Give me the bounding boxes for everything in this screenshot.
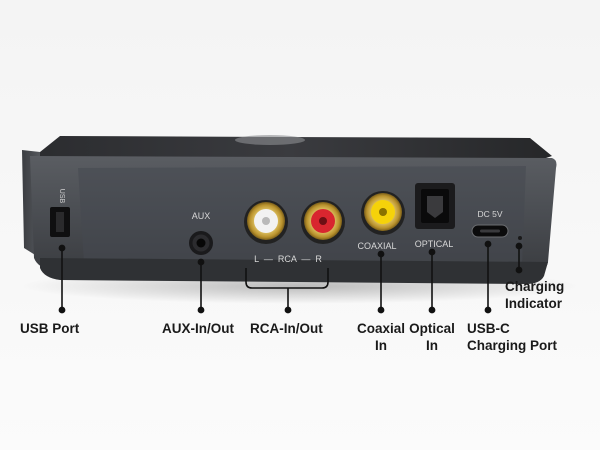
optical-port-shape [427,196,443,218]
callout-charging: Charging Indicator [505,278,564,312]
callout-coaxial-line2: In [375,338,387,353]
dc-label: DC 5V [477,209,502,219]
callout-aux-text: AUX-In/Out [162,321,234,336]
coaxial-pin [379,208,387,216]
callout-optical-line2: In [426,338,438,353]
callout-usb-port: USB Port [20,320,79,337]
callout-coaxial-line1: Coaxial [356,321,406,336]
callout-usbc-line2: Charging Port [467,338,557,353]
aux-jack-hole [196,238,206,248]
charging-led [518,236,522,240]
rca-left-pin [262,217,270,225]
rca-label: L — RCA — R [254,254,322,264]
callout-charging-line1: Charging [505,279,565,294]
rca-right-pin [319,217,327,225]
top-reflection [235,135,305,145]
callout-usb-port-text: USB Port [20,321,80,336]
callout-optical-line1: Optical [409,321,455,336]
usbc-tongue [480,229,500,233]
usb-side-label: USB [58,189,65,204]
callout-optical: Optical In [406,320,458,354]
callout-rca-text: RCA-In/Out [250,321,323,336]
usb-side-port-tongue [56,212,64,232]
coaxial-label: COAXIAL [357,241,396,251]
callout-rca: RCA-In/Out [250,320,323,337]
aux-label: AUX [192,211,211,221]
device-top-surface [28,136,552,160]
device-bottom-lip [40,258,548,284]
callout-coaxial: Coaxial In [353,320,409,354]
callout-usbc: USB-C Charging Port [467,320,557,354]
callout-usbc-line1: USB-C [467,321,510,336]
callout-lines [58,240,523,314]
callout-aux: AUX-In/Out [162,320,234,337]
optical-label: OPTICAL [415,239,454,249]
callout-charging-line2: Indicator [505,296,563,311]
